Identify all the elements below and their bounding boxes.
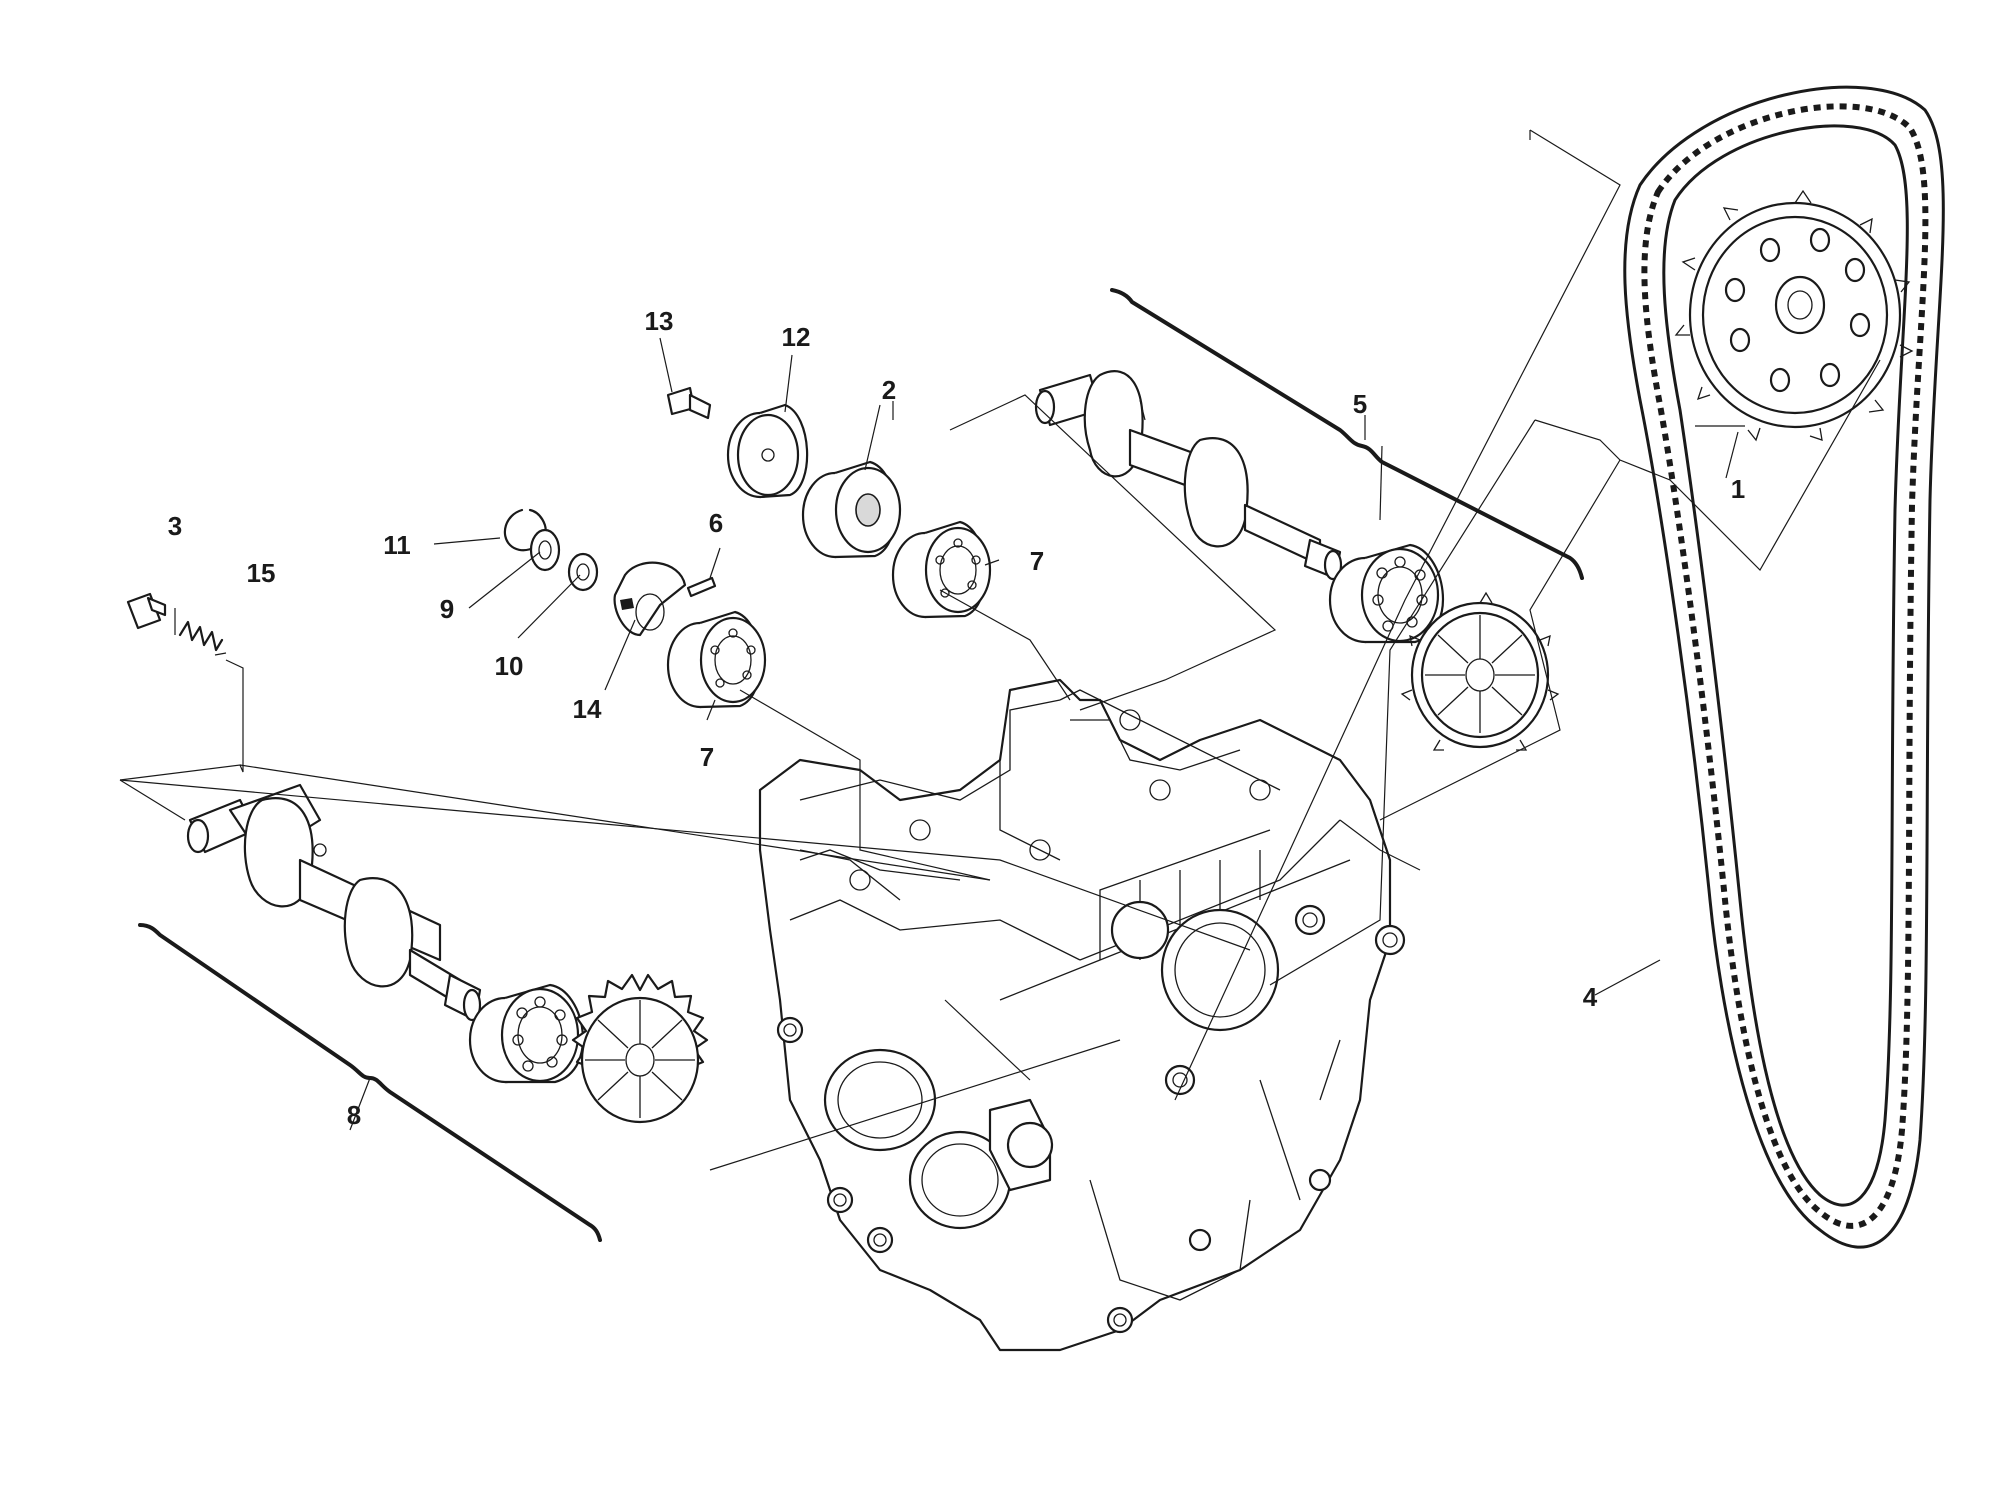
part-10-washer [567, 552, 599, 592]
callout-14: 14 [573, 694, 602, 724]
callout-3: 3 [168, 511, 182, 541]
phantom-lines [119, 129, 1881, 1171]
bracket-group-5 [1110, 288, 1584, 580]
right-cam-sprocket [1400, 591, 1560, 751]
left-cam-sprocket [571, 973, 709, 1124]
part-2-bushing [801, 460, 902, 559]
callout-7-upper: 7 [1030, 546, 1044, 576]
part-15-spring [178, 620, 224, 652]
part-14-decompressor [613, 561, 687, 637]
leader-lines [174, 337, 1745, 1131]
part-12-washer [726, 403, 809, 499]
callout-5: 5 [1353, 389, 1367, 419]
callout-labels: 1 2 3 4 5 6 7 7 8 9 10 11 12 13 14 15 [168, 306, 1745, 1130]
callout-13: 13 [645, 306, 674, 336]
part-11-circlip [503, 508, 547, 552]
drive-sprocket [1674, 189, 1914, 442]
exhaust-camshaft [1034, 370, 1343, 581]
callout-8: 8 [347, 1100, 361, 1130]
part-6-pin [686, 576, 717, 598]
callout-6: 6 [709, 508, 723, 538]
callout-11: 11 [383, 530, 411, 560]
callout-7-lower: 7 [700, 742, 714, 772]
callout-1: 1 [1731, 474, 1745, 504]
intake-camshaft [186, 783, 482, 1022]
callout-9: 9 [440, 594, 454, 624]
callout-15: 15 [247, 558, 276, 588]
left-bearing [468, 983, 584, 1084]
part-7-lower-bearing [666, 610, 767, 709]
cylinder-head [758, 678, 1406, 1352]
part-3-screw [126, 592, 167, 630]
callout-2: 2 [882, 375, 896, 405]
callout-12: 12 [782, 322, 811, 352]
part-13-bolt [666, 386, 712, 420]
part-7-upper-bearing [891, 520, 992, 619]
part-9-washer [529, 528, 561, 572]
callout-10: 10 [495, 651, 524, 681]
callout-4: 4 [1583, 982, 1598, 1012]
